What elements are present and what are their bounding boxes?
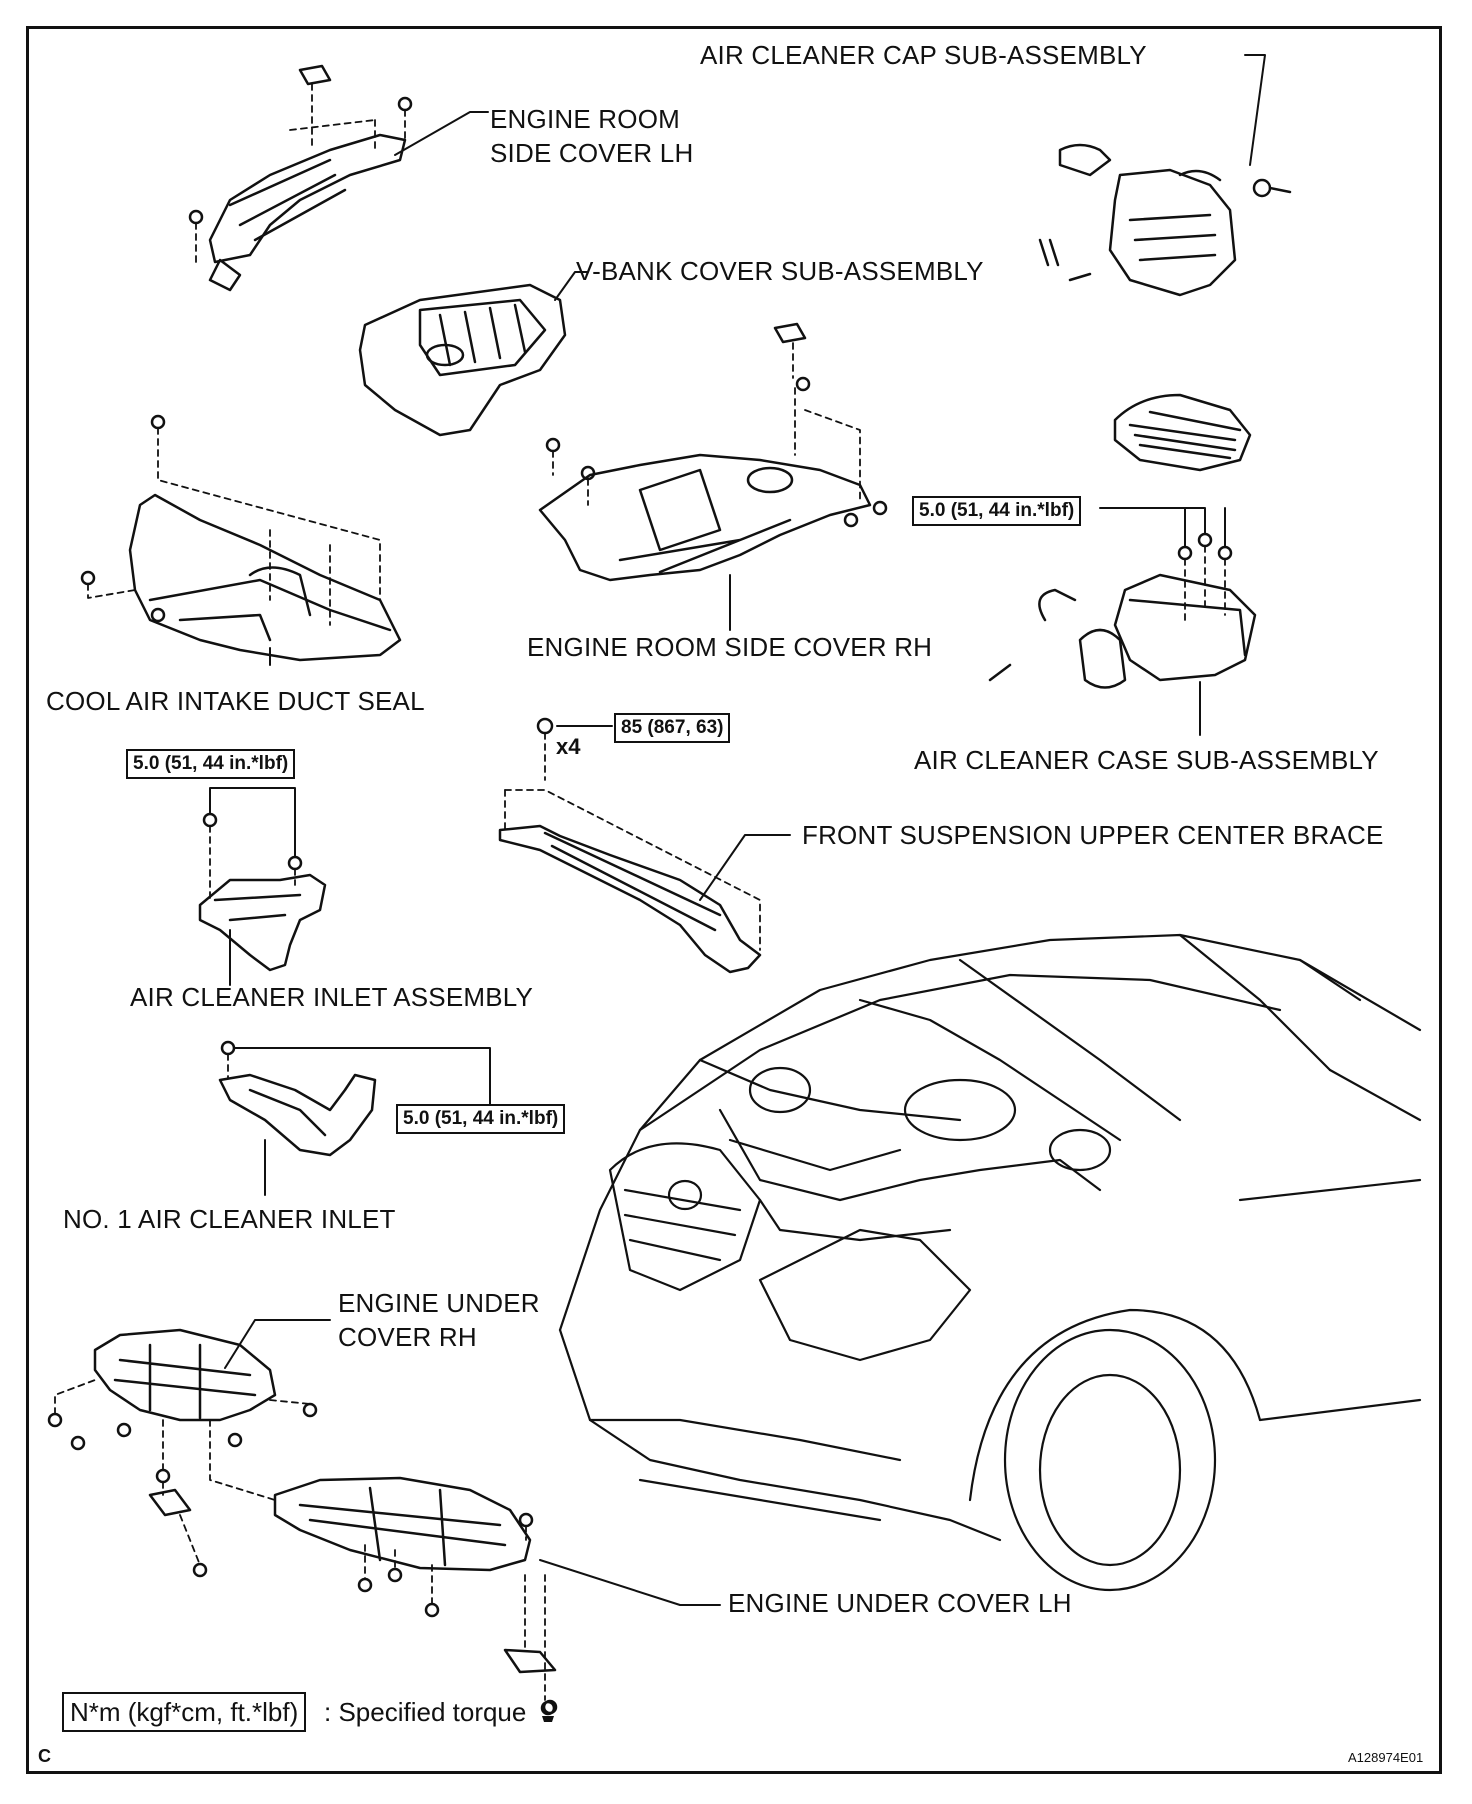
no1-air-cleaner-inlet-part <box>218 1040 491 1196</box>
v-bank-cover-part <box>358 271 589 437</box>
label-front-suspension-upper-center-brace: FRONT SUSPENSION UPPER CENTER BRACE <box>802 820 1384 850</box>
torque-spec-inlet-assembly: 5.0 (51, 44 in.*lbf) <box>126 749 296 779</box>
label-cool-air-intake-duct-seal: COOL AIR INTAKE DUCT SEAL <box>46 686 425 716</box>
cool-air-intake-duct-seal-part <box>80 414 402 666</box>
label-air-cleaner-case-sub-assembly: AIR CLEANER CASE SUB-ASSEMBLY <box>914 745 1379 775</box>
label-engine-room-side-cover-lh-line1: ENGINE ROOM <box>490 104 680 134</box>
engine-under-cover-lh-part <box>273 1476 721 1715</box>
torque-spec-air-cleaner-case: 5.0 (51, 44 in.*lbf) <box>912 496 1082 526</box>
engine-room-side-cover-lh-part <box>188 64 489 292</box>
label-air-cleaner-inlet-assembly: AIR CLEANER INLET ASSEMBLY <box>130 982 534 1012</box>
torque-spec-no1-inlet: 5.0 (51, 44 in.*lbf) <box>396 1104 566 1134</box>
torque-legend-text: : Specified torque <box>324 1697 527 1727</box>
label-engine-under-cover-rh-line1: ENGINE UNDER <box>338 1288 540 1318</box>
air-cleaner-case-part <box>988 532 1257 736</box>
engine-room-side-cover-rh-part <box>538 322 888 631</box>
air-cleaner-cap-part <box>1038 54 1292 297</box>
label-engine-room-side-cover-rh: ENGINE ROOM SIDE COVER RH <box>527 632 933 662</box>
label-engine-room-side-cover-lh-line2: SIDE COVER LH <box>490 138 694 168</box>
bolt-icon <box>540 1700 556 1722</box>
label-v-bank-cover-sub-assembly: V-BANK COVER SUB-ASSEMBLY <box>576 256 984 286</box>
air-filter-element-part <box>1113 393 1252 472</box>
front-suspension-brace-part <box>498 717 791 974</box>
figure-id: A128974E01 <box>1348 1750 1424 1765</box>
diagram-frame <box>26 26 1442 1774</box>
label-engine-under-cover-lh: ENGINE UNDER COVER LH <box>728 1588 1072 1618</box>
air-cleaner-inlet-assembly-part <box>198 787 327 986</box>
torque-legend-unit-box: N*m (kgf*cm, ft.*lbf) <box>62 1692 307 1732</box>
vehicle-front-illustration <box>558 933 1422 1592</box>
torque-spec-brace: 85 (867, 63) <box>614 713 731 743</box>
label-air-cleaner-cap-sub-assembly: AIR CLEANER CAP SUB-ASSEMBLY <box>700 40 1147 70</box>
brace-fastener-quantity: x4 <box>556 734 581 759</box>
corner-letter: C <box>38 1746 51 1766</box>
engine-under-cover-rh-part <box>47 1319 331 1578</box>
label-engine-under-cover-rh-line2: COVER RH <box>338 1322 477 1352</box>
label-no1-air-cleaner-inlet: NO. 1 AIR CLEANER INLET <box>63 1204 396 1234</box>
